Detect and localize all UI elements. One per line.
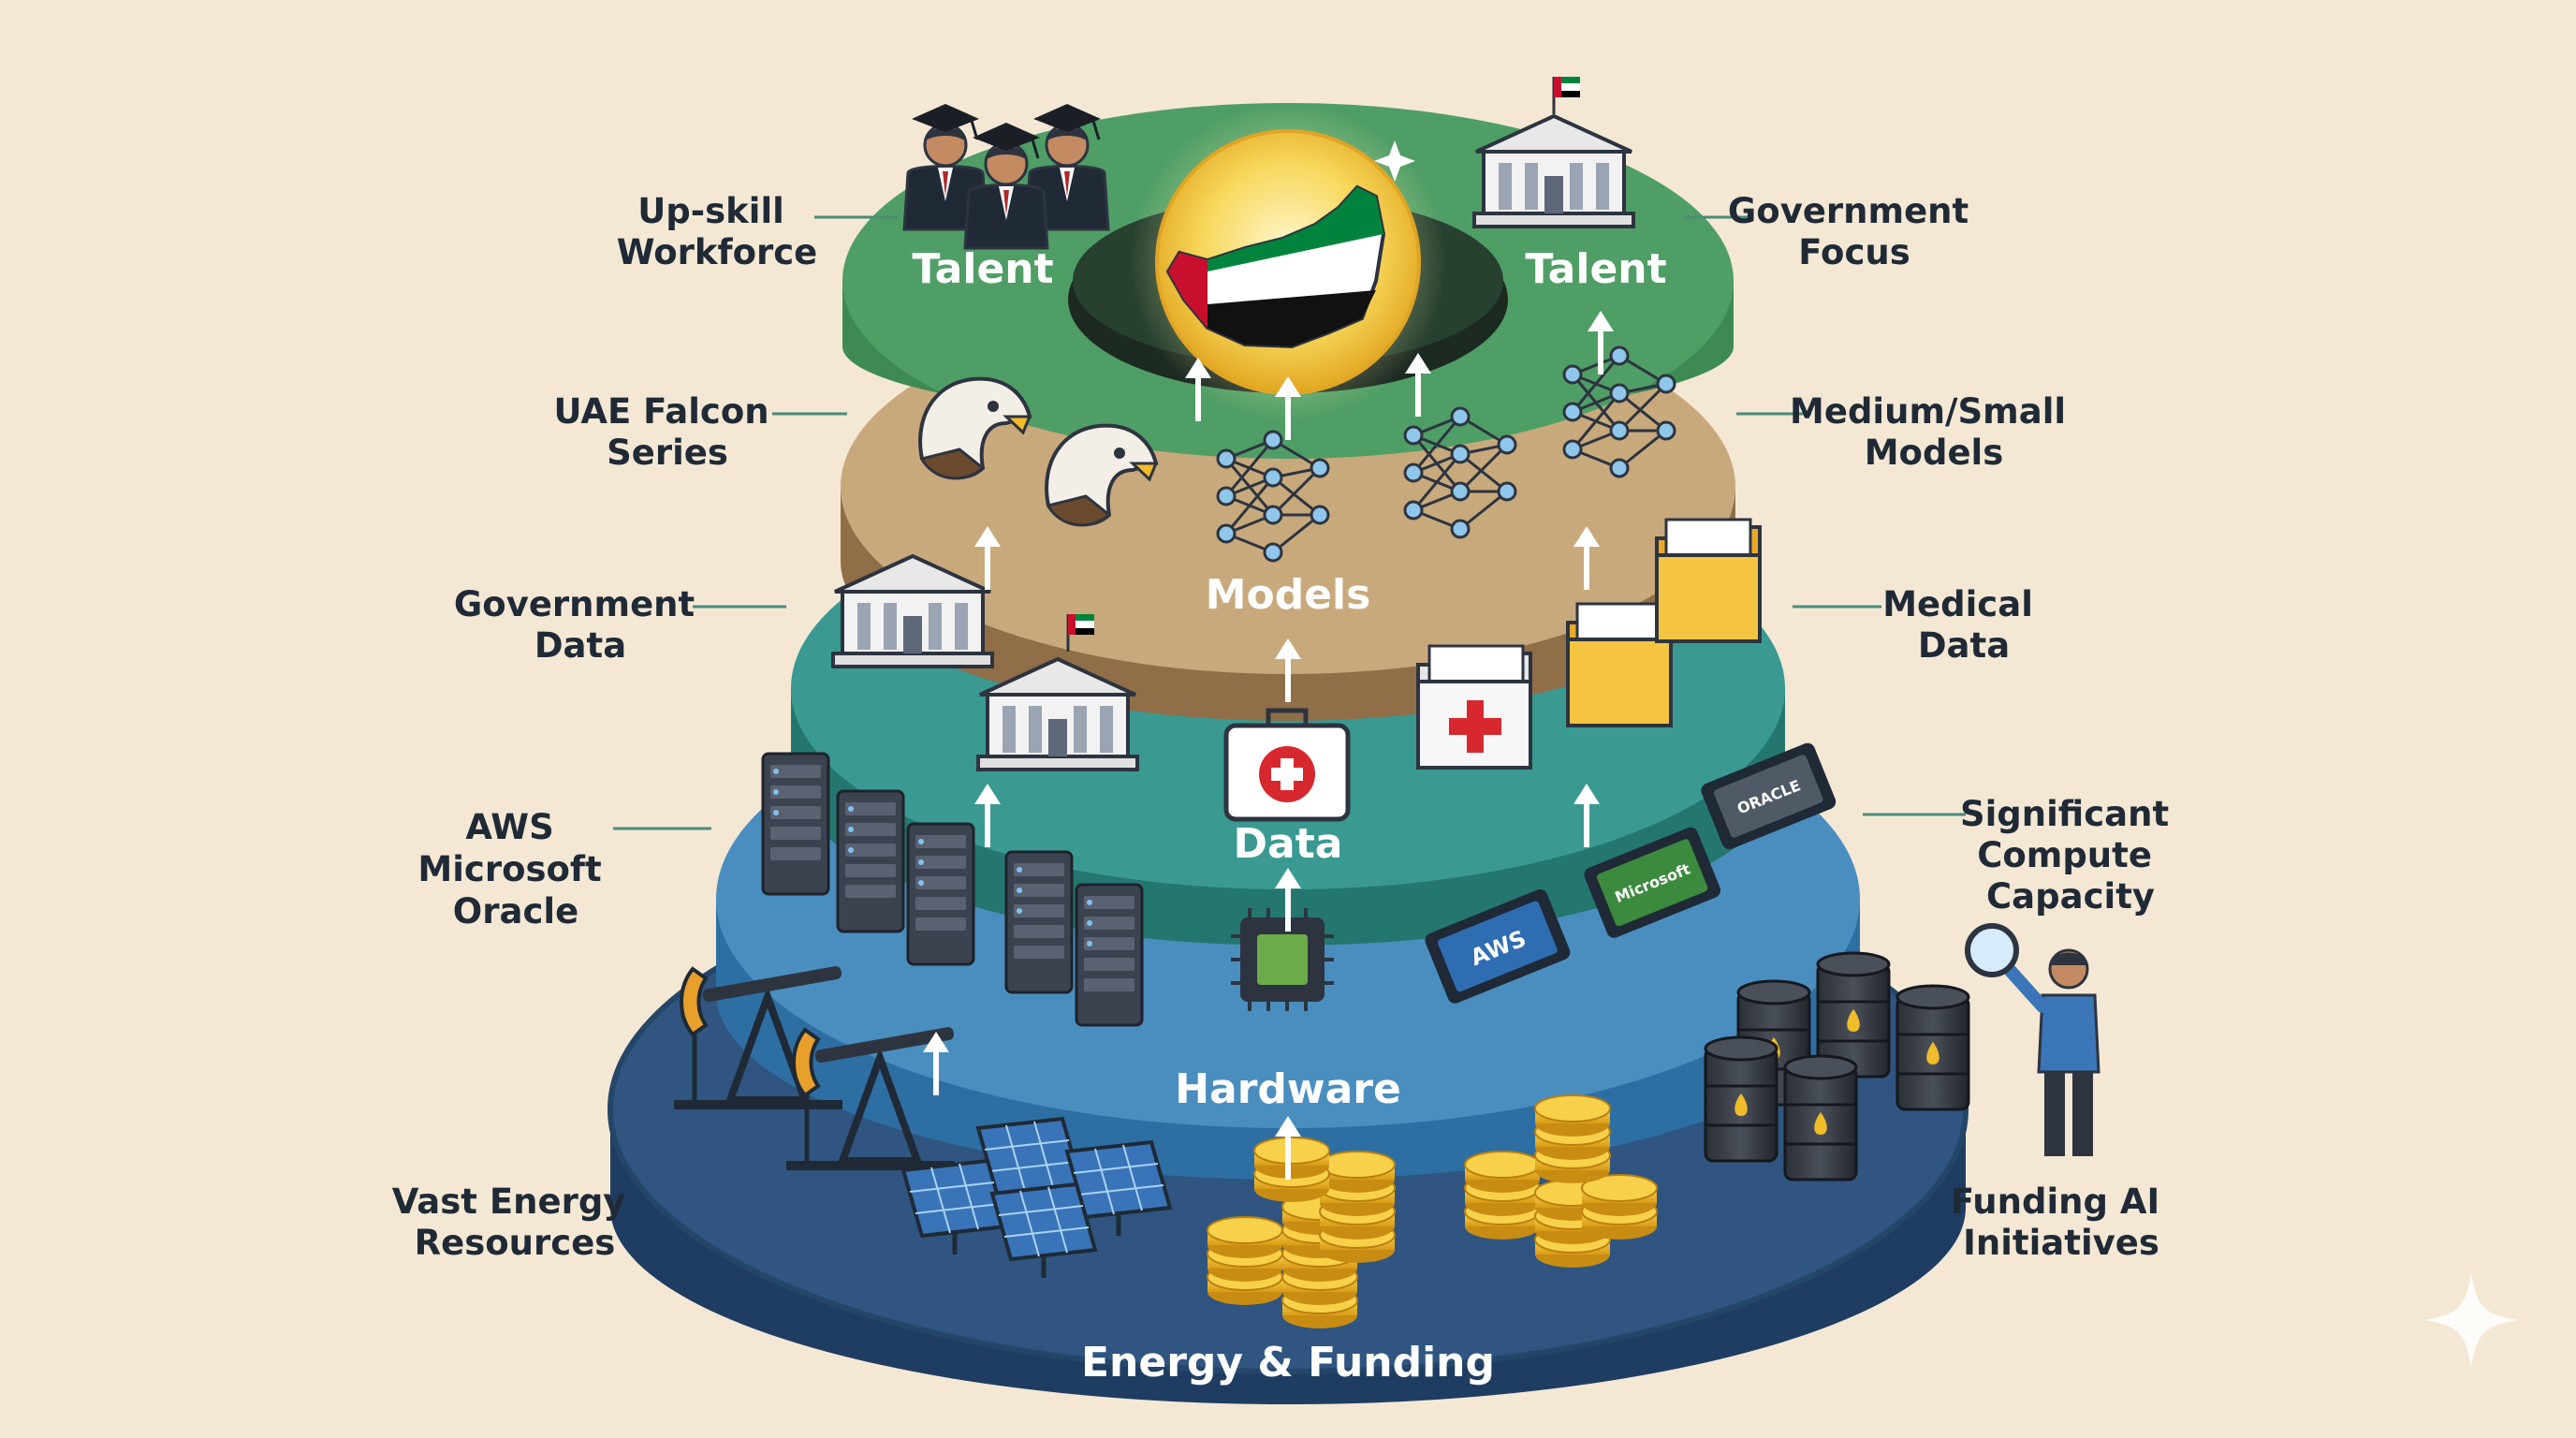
graduates-icon <box>902 102 1110 250</box>
tier-label-data: Data <box>1234 820 1343 868</box>
oracle-chip-icon: ORACLE <box>1701 742 1837 850</box>
callout-government-focus: Government Focus <box>1728 191 1981 272</box>
callout-medical-data: Medical Data <box>1882 584 2045 666</box>
server-rack-icon <box>1004 850 1074 994</box>
tier-label-energy-funding: Energy & Funding <box>1081 1339 1495 1387</box>
callout-significant-compute-capacity: Significant Compute Capacity <box>1960 794 2181 917</box>
sparkle-icon <box>2424 1273 2518 1367</box>
callout-medium-small-models: Medium/Small Models <box>1790 391 2078 473</box>
leader-lines <box>613 215 1966 830</box>
government-building-icon <box>1472 75 1635 228</box>
falcon-icon <box>1045 423 1159 527</box>
chip-icon <box>1231 908 1334 1011</box>
tier-label-talent-left: Talent <box>912 245 1053 293</box>
medical-kit-icon <box>1223 708 1351 822</box>
uae-globe-icon <box>1129 103 1447 421</box>
callout-upskill-workforce: Up-skill Workforce <box>617 191 818 272</box>
server-rack-icon <box>836 789 905 933</box>
tier-label-hardware: Hardware <box>1175 1065 1401 1113</box>
server-rack-icon <box>1075 883 1144 1027</box>
callout-uae-falcon-series: UAE Falcon Series <box>553 391 781 473</box>
microsoft-chip-icon: Microsoft <box>1584 827 1721 938</box>
callout-government-data: Government Data <box>454 584 707 666</box>
aws-chip-icon: AWS <box>1425 888 1571 1004</box>
folder-icon <box>1655 518 1762 643</box>
medical-folder-icon <box>1416 644 1532 770</box>
falcon-icon <box>918 376 1032 480</box>
server-rack-icon <box>906 822 975 966</box>
callout-funding-ai-initiatives: Funding AI Initiatives <box>1951 1181 2172 1263</box>
server-rack-icon <box>761 752 830 896</box>
analyst-icon <box>1965 923 2100 1156</box>
callout-vast-energy-resources: Vast Energy Resources <box>392 1181 638 1263</box>
callout-aws-microsoft-oracle: AWS Microsoft Oracle <box>417 807 613 932</box>
tier-label-models: Models <box>1206 571 1371 619</box>
tier-label-talent-right: Talent <box>1525 245 1666 293</box>
